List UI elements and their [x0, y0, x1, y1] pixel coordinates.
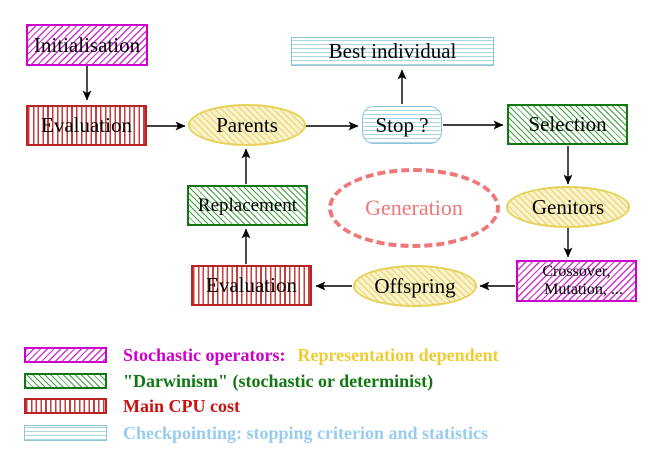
legend-swatch-darwinism [24, 373, 107, 389]
node-parents: Parents [188, 104, 306, 146]
node-stop-label: Stop ? [375, 112, 429, 137]
node-initialisation-label: Initialisation [33, 32, 141, 57]
node-crossover-label: Crossover, [542, 262, 611, 280]
legend-swatch-stochastic [24, 347, 107, 363]
node-evaluation-top: Evaluation [26, 105, 147, 146]
node-crossover-mutation: Crossover, Mutation, ... [516, 260, 637, 302]
node-selection-label: Selection [528, 112, 607, 136]
node-offspring-label: Offspring [374, 273, 456, 298]
node-evaluation-bottom-label: Evaluation [206, 273, 297, 297]
node-genitors-label: Genitors [531, 194, 605, 219]
legend-row-darwinism: "Darwinism" (stochastic or determinist) [24, 372, 433, 390]
node-evaluation-bottom: Evaluation [191, 265, 312, 306]
node-initialisation: Initialisation [26, 24, 148, 66]
node-replacement-label: Replacement [197, 195, 298, 216]
legend-label-cpu: Main CPU cost [123, 396, 240, 416]
node-best-individual-label: Best individual [328, 39, 457, 63]
node-replacement: Replacement [187, 185, 308, 226]
legend-label-checkpointing: Checkpointing: stopping criterion and st… [123, 423, 489, 443]
legend-label-stochastic: Stochastic operators: [123, 345, 286, 365]
node-mutation-label: Mutation, ... [544, 281, 623, 298]
node-generation: Generation [328, 168, 500, 248]
node-generation-label: Generation [365, 195, 463, 220]
legend-swatch-cpu [24, 398, 107, 414]
node-stop: Stop ? [362, 106, 442, 144]
node-selection: Selection [507, 104, 628, 145]
node-parents-label: Parents [216, 112, 278, 137]
legend-row-stochastic: Stochastic operators: Representation dep… [24, 346, 499, 364]
node-evaluation-top-label: Evaluation [41, 113, 132, 137]
legend-row-checkpointing: Checkpointing: stopping criterion and st… [24, 424, 488, 442]
legend-row-cpu: Main CPU cost [24, 397, 240, 415]
node-offspring: Offspring [353, 265, 477, 307]
legend-swatch-checkpointing [24, 425, 107, 441]
legend-label-darwinism: "Darwinism" (stochastic or determinist) [123, 371, 434, 391]
legend-label-representation: Representation dependent [297, 345, 499, 365]
node-genitors: Genitors [506, 186, 630, 228]
node-best-individual: Best individual [291, 37, 494, 66]
